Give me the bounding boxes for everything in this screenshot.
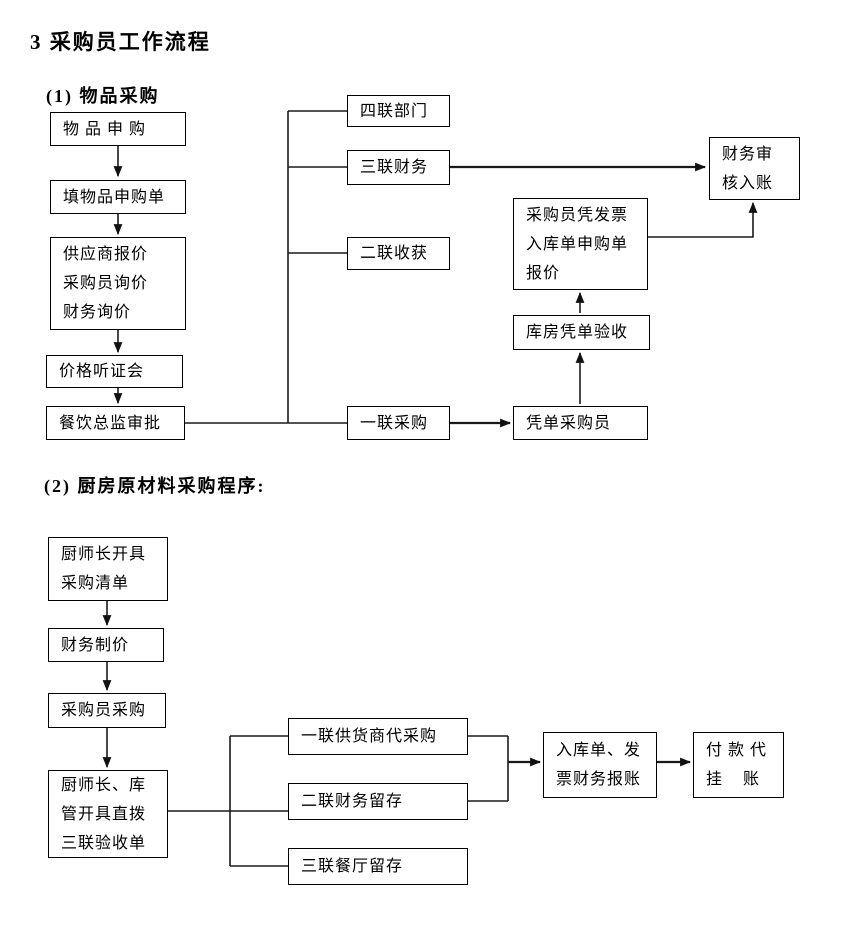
box-warehouse-invoice: 入库单、发 票财务报账 [543,732,657,798]
box-copy3-finance: 三联财务 [347,150,450,185]
box-copy1-supplier: 一联供货商代采购 [288,718,468,755]
box-copy3-restaurant: 三联餐厅留存 [288,848,468,885]
box-quotes: 供应商报价 采购员询价 财务询价 [50,237,186,330]
box-chef-list: 厨师长开具 采购清单 [48,537,168,601]
box-chef-warehouse: 厨师长、库 管开具直拨 三联验收单 [48,770,168,858]
box-finance-audit: 财务审 核入账 [709,137,800,200]
box-copy2-finance-keep: 二联财务留存 [288,783,468,820]
box-buyer-docs: 采购员凭发票 入库单申购单 报价 [513,198,648,290]
section1-heading: (1) 物品采购 [46,86,160,106]
box-copy1-purchase: 一联采购 [347,406,450,440]
box-payment-credit: 付 款 代 挂 账 [693,732,784,798]
page-title: 3 采购员工作流程 [30,30,211,54]
box-fill-form: 填物品申购单 [50,180,186,214]
box-copy4-dept: 四联部门 [347,95,450,127]
box-warehouse-check: 库房凭单验收 [513,315,650,350]
box-director-approval: 餐饮总监审批 [46,406,185,440]
box-finance-pricing: 财务制价 [48,628,164,662]
box-buyer-purchase: 采购员采购 [48,693,166,728]
box-price-hearing: 价格听证会 [46,355,183,388]
arrow-buyer-docs-to-finance-audit [648,201,758,238]
section2-heading: (2) 厨房原材料采购程序: [44,476,266,496]
box-item-request: 物 品 申 购 [50,112,186,146]
box-copy2-receive: 二联收获 [347,237,450,270]
box-voucher-buyer: 凭单采购员 [513,406,648,440]
